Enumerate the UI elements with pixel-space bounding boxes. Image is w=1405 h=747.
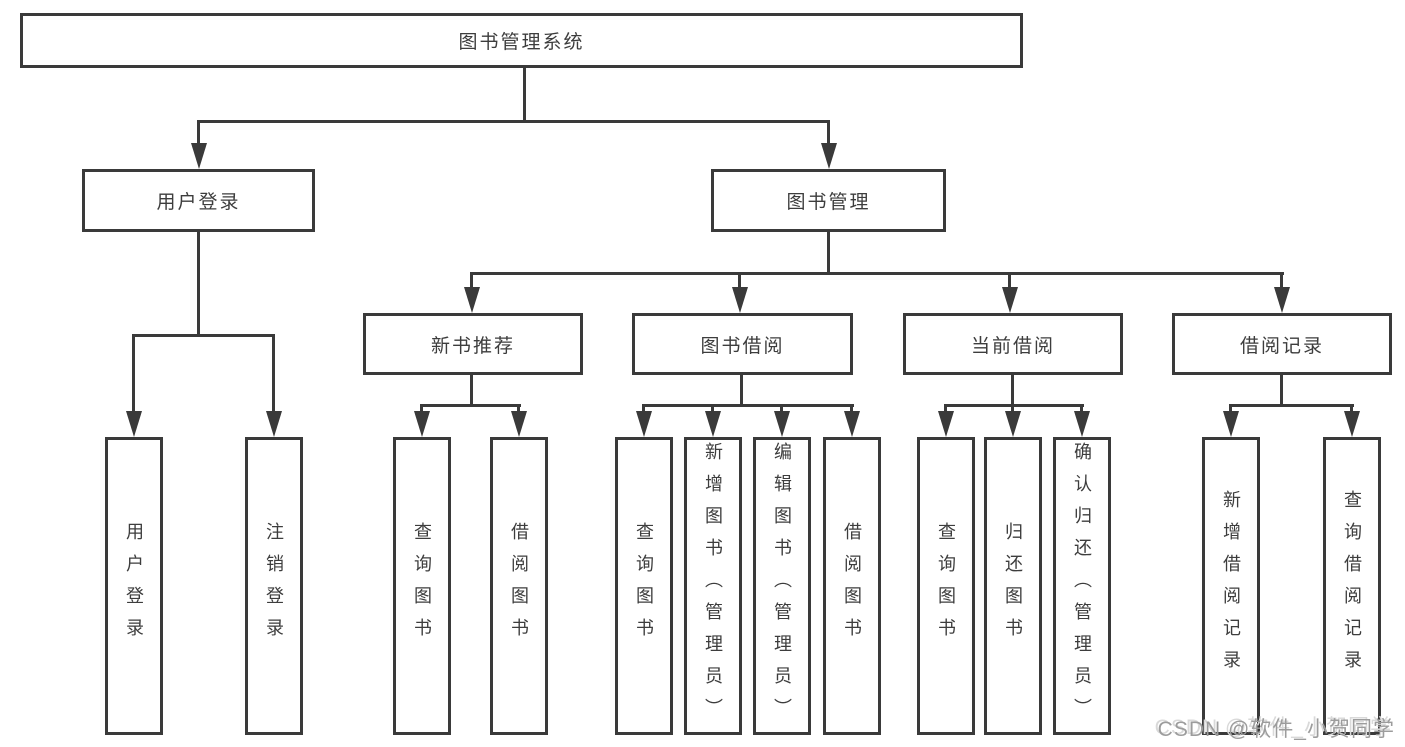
leaf-recommend-query-book-label: 查询图书	[412, 522, 432, 650]
leaf-records-query-record-label: 查询借阅记录	[1342, 490, 1362, 682]
leaf-borrow-borrow-book-label: 借阅图书	[842, 522, 862, 650]
connector-line	[1229, 404, 1232, 414]
connector-line	[1011, 404, 1014, 414]
connector-line	[827, 232, 830, 275]
leaf-borrow-query-book: 查询图书	[615, 437, 673, 735]
arrow-head	[821, 143, 837, 169]
connector-line	[1229, 404, 1354, 407]
node-borrow-records: 借阅记录	[1172, 313, 1392, 375]
arrow-head	[191, 143, 207, 169]
connector-line	[642, 404, 854, 407]
connector-line	[470, 375, 473, 406]
arrow-head	[1005, 411, 1021, 437]
leaf-borrow-query-book-label: 查询图书	[634, 522, 654, 650]
leaf-logout-label: 注销登录	[264, 522, 284, 650]
node-new-book-recommend: 新书推荐	[363, 313, 583, 375]
connector-line	[517, 404, 520, 414]
node-root-label: 图书管理系统	[458, 32, 585, 53]
csdn-watermark: CSDN @软件_小贺同学	[1157, 718, 1395, 741]
leaf-current-confirm-return-admin: 确认归还（管理员）	[1053, 437, 1111, 735]
connector-line	[780, 404, 783, 414]
leaf-recommend-borrow-book-label: 借阅图书	[509, 522, 529, 650]
node-user-login-label: 用户登录	[156, 192, 241, 213]
leaf-recommend-query-book: 查询图书	[393, 437, 451, 735]
leaf-records-query-record: 查询借阅记录	[1323, 437, 1381, 735]
connector-line	[1280, 375, 1283, 406]
arrow-head	[636, 411, 652, 437]
node-book-management-label: 图书管理	[786, 192, 871, 213]
arrow-head	[1274, 287, 1290, 313]
node-borrow-records-label: 借阅记录	[1239, 335, 1324, 357]
arrow-head	[774, 411, 790, 437]
arrow-head	[464, 287, 480, 313]
connector-line	[197, 232, 200, 337]
node-current-borrow-label: 当前借阅	[970, 335, 1055, 357]
leaf-borrow-edit-book-admin-label: 编辑图书（管理员）	[772, 442, 792, 730]
connector-line	[944, 404, 947, 414]
connector-line	[420, 404, 521, 407]
arrow-head	[1223, 411, 1239, 437]
leaf-current-confirm-return-admin-label: 确认归还（管理员）	[1072, 442, 1092, 730]
connector-line	[197, 120, 200, 145]
leaf-logout: 注销登录	[245, 437, 303, 735]
arrow-head	[844, 411, 860, 437]
node-book-borrow-label: 图书借阅	[700, 335, 785, 357]
arrow-head	[732, 287, 748, 313]
leaf-user-login: 用户登录	[105, 437, 163, 735]
connector-line	[1350, 404, 1353, 414]
arrow-head	[266, 411, 282, 437]
connector-line	[420, 404, 423, 414]
node-new-book-recommend-label: 新书推荐	[430, 335, 515, 357]
arrow-head	[1074, 411, 1090, 437]
node-user-login: 用户登录	[82, 169, 315, 232]
arrow-head	[511, 411, 527, 437]
node-book-borrow: 图书借阅	[632, 313, 853, 375]
leaf-borrow-add-book-admin-label: 新增图书（管理员）	[703, 442, 723, 730]
connector-line	[711, 404, 714, 414]
node-root: 图书管理系统	[20, 13, 1023, 68]
connector-line	[470, 272, 1284, 275]
connector-line	[642, 404, 645, 414]
arrow-head	[1002, 287, 1018, 313]
arrow-head	[126, 411, 142, 437]
arrow-head	[414, 411, 430, 437]
connector-line	[272, 334, 275, 413]
connector-line	[132, 334, 135, 413]
leaf-current-query-book: 查询图书	[917, 437, 975, 735]
connector-line	[523, 68, 526, 122]
leaf-current-query-book-label: 查询图书	[936, 522, 956, 650]
connector-line	[470, 272, 473, 289]
connector-line	[1080, 404, 1083, 414]
connector-line	[850, 404, 853, 414]
leaf-current-return-book: 归还图书	[984, 437, 1042, 735]
connector-line	[827, 120, 830, 145]
connector-line	[132, 334, 274, 337]
connector-line	[1280, 272, 1283, 289]
connector-line	[740, 375, 743, 406]
leaf-borrow-add-book-admin: 新增图书（管理员）	[684, 437, 742, 735]
node-current-borrow: 当前借阅	[903, 313, 1123, 375]
leaf-recommend-borrow-book: 借阅图书	[490, 437, 548, 735]
connector-line	[197, 120, 830, 123]
leaf-records-add-record: 新增借阅记录	[1202, 437, 1260, 735]
arrow-head	[938, 411, 954, 437]
arrow-head	[705, 411, 721, 437]
arrow-head	[1344, 411, 1360, 437]
node-book-management: 图书管理	[711, 169, 946, 232]
connector-line	[1011, 375, 1014, 406]
leaf-records-add-record-label: 新增借阅记录	[1221, 490, 1241, 682]
leaf-current-return-book-label: 归还图书	[1003, 522, 1023, 650]
connector-line	[944, 404, 1084, 407]
leaf-borrow-borrow-book: 借阅图书	[823, 437, 881, 735]
connector-line	[738, 272, 741, 289]
leaf-user-login-label: 用户登录	[124, 522, 144, 650]
connector-line	[1008, 272, 1011, 289]
leaf-borrow-edit-book-admin: 编辑图书（管理员）	[753, 437, 811, 735]
